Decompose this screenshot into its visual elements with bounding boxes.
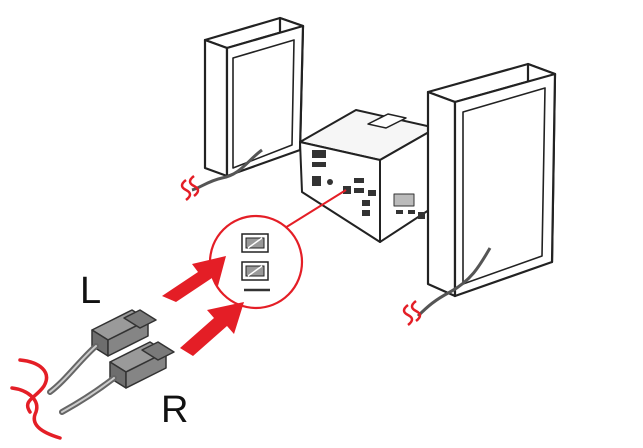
speaker-terminal-zoom [208,214,304,310]
cable-break-mark [10,358,62,440]
cable-break-mark [402,300,422,326]
left-channel-label: L [80,270,102,312]
left-speaker-cable [191,148,263,192]
insert-arrow [180,302,244,356]
insert-arrow [162,256,226,302]
right-channel-label: R [161,389,189,431]
right-speaker-plug [109,341,175,389]
main-unit [299,109,437,243]
cable-break-mark [180,175,200,201]
right-speaker-cable [416,247,492,318]
left-speaker-plug [91,309,157,357]
left-speaker [203,16,305,178]
right-speaker [426,62,557,298]
plug-cables [47,343,117,415]
